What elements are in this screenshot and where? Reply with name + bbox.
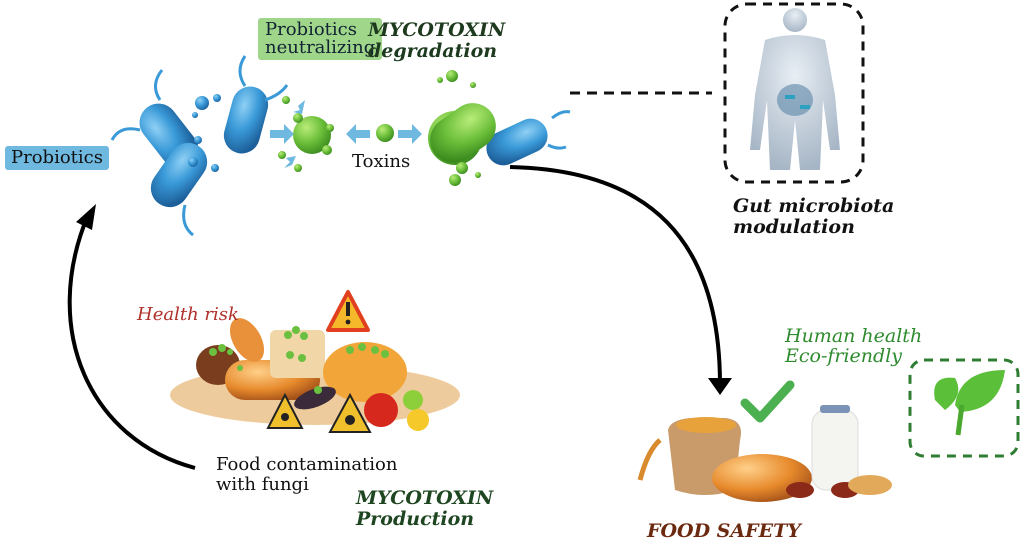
toxin-sphere-icon [278, 70, 496, 186]
gut-dashed-frame [723, 2, 865, 184]
health-risk-label: Health risk [137, 304, 239, 325]
radiation-hazard-icon [266, 392, 372, 433]
checkmark-icon [740, 380, 795, 423]
human-health-eco-label: Human health Eco-friendly [785, 325, 923, 367]
mycotoxin-degradation-line2: degradation [368, 40, 498, 63]
gut-line2: modulation [733, 216, 855, 239]
mycotoxin-production-label: MYCOTOXIN Production [356, 487, 494, 531]
probiotics-neutralizing-line1: Probiotics [265, 19, 357, 40]
leaf-icon [934, 370, 1005, 436]
arrow-to-probiotics [67, 214, 196, 470]
arrow-head-food-safety [708, 378, 732, 395]
probiotics-neutralizing-label: Probiotics neutralizing [258, 18, 383, 60]
toxins-label: Toxins [352, 151, 411, 172]
probiotic-bacteria-icon [110, 55, 571, 237]
human-health-text: Human health [785, 325, 923, 347]
mycotoxin-degradation-label: MYCOTOXIN degradation [368, 19, 506, 63]
human-body-icon [750, 8, 840, 170]
food-contamination-label: Food contamination with fungi [216, 455, 397, 495]
safe-food-icon [637, 405, 892, 502]
mycotoxin-production-line2: Production [356, 508, 475, 531]
probiotics-neutralizing-line2: neutralizing [265, 37, 376, 58]
contaminated-food-icon [170, 318, 460, 431]
mycotoxin-degradation-line1: MYCOTOXIN [368, 19, 506, 41]
arrow-to-food-safety [509, 165, 722, 386]
probiotics-label: Probiotics [5, 146, 109, 170]
gut-line1: Gut microbiota [733, 195, 895, 217]
eco-friendly-text: Eco-friendly [785, 344, 903, 367]
mycotoxin-production-line1: MYCOTOXIN [356, 487, 494, 509]
warning-triangle-icon [326, 290, 370, 332]
neutralization-arrows [270, 100, 422, 168]
food-safety-label: FOOD SAFETY [647, 520, 801, 542]
food-contamination-line2: with fungi [216, 473, 309, 495]
gut-microbiota-label: Gut microbiota modulation [733, 195, 895, 239]
leaf-dashed-frame [908, 358, 1020, 458]
food-contamination-line1: Food contamination [216, 454, 398, 475]
arrow-head-probiotics [76, 204, 96, 230]
